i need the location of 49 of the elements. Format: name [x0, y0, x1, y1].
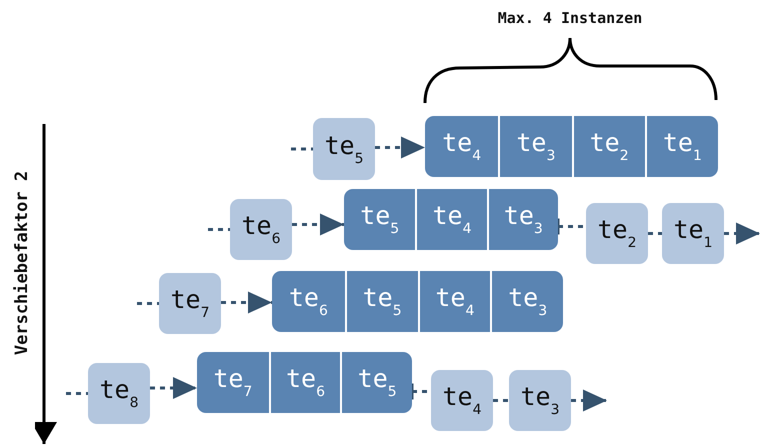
element-label: te$_{7}$	[170, 287, 210, 320]
dashed-line	[137, 302, 159, 305]
element-box	[159, 273, 221, 334]
element-box	[586, 203, 648, 264]
queue-bar	[197, 352, 412, 413]
dashed-line	[493, 399, 509, 402]
element-label: te$_{5}$	[360, 203, 400, 236]
dashed-line	[291, 148, 313, 150]
element-label: te$_{4}$	[442, 130, 482, 163]
queue-bar	[272, 271, 563, 332]
element-label: te$_{2}$	[597, 217, 637, 250]
element-label: te$_{1}$	[662, 130, 702, 163]
dashed-arrow	[571, 390, 607, 412]
dashed-arrow	[375, 136, 425, 158]
element-box	[313, 118, 375, 180]
queue-bar	[425, 116, 718, 177]
element-label: te$_{1}$	[673, 217, 713, 250]
element-label: te$_{5}$	[358, 366, 397, 399]
element-label: te$_{5}$	[362, 285, 402, 318]
element-label: te$_{3}$	[508, 285, 548, 318]
element-label: te$_{8}$	[99, 377, 139, 410]
dashed-arrow	[221, 292, 272, 314]
element-label: te$_{6}$	[286, 366, 325, 399]
element-label: te$_{6}$	[288, 285, 328, 318]
dashed-connector	[556, 218, 586, 234]
element-box	[88, 363, 150, 424]
element-label: te$_{2}$	[590, 130, 629, 163]
dashed-line	[66, 392, 88, 395]
brace-label: Max. 4 Instanzen	[498, 9, 642, 27]
element-box	[230, 199, 292, 260]
element-label: te$_{6}$	[241, 213, 281, 246]
element-label: te$_{4}$	[435, 285, 474, 318]
dashed-line	[208, 228, 230, 231]
element-label: te$_{4}$	[442, 384, 482, 417]
element-label: te$_{4}$	[432, 203, 472, 236]
element-box	[662, 203, 724, 264]
element-label: te$_{3}$	[516, 130, 556, 163]
element-label: te$_{5}$	[324, 132, 364, 166]
queue-bar	[344, 189, 558, 250]
element-label: te$_{7}$	[213, 366, 252, 399]
dashed-arrow	[150, 377, 197, 399]
dashed-line	[648, 232, 662, 235]
element-box	[431, 370, 493, 431]
element-box	[509, 370, 571, 431]
axis-label: Verschiebefaktor 2	[12, 170, 32, 356]
dashed-arrow	[724, 222, 760, 244]
element-label: te$_{3}$	[504, 203, 543, 236]
element-label: te$_{3}$	[520, 384, 560, 417]
dashed-arrow	[292, 214, 344, 236]
